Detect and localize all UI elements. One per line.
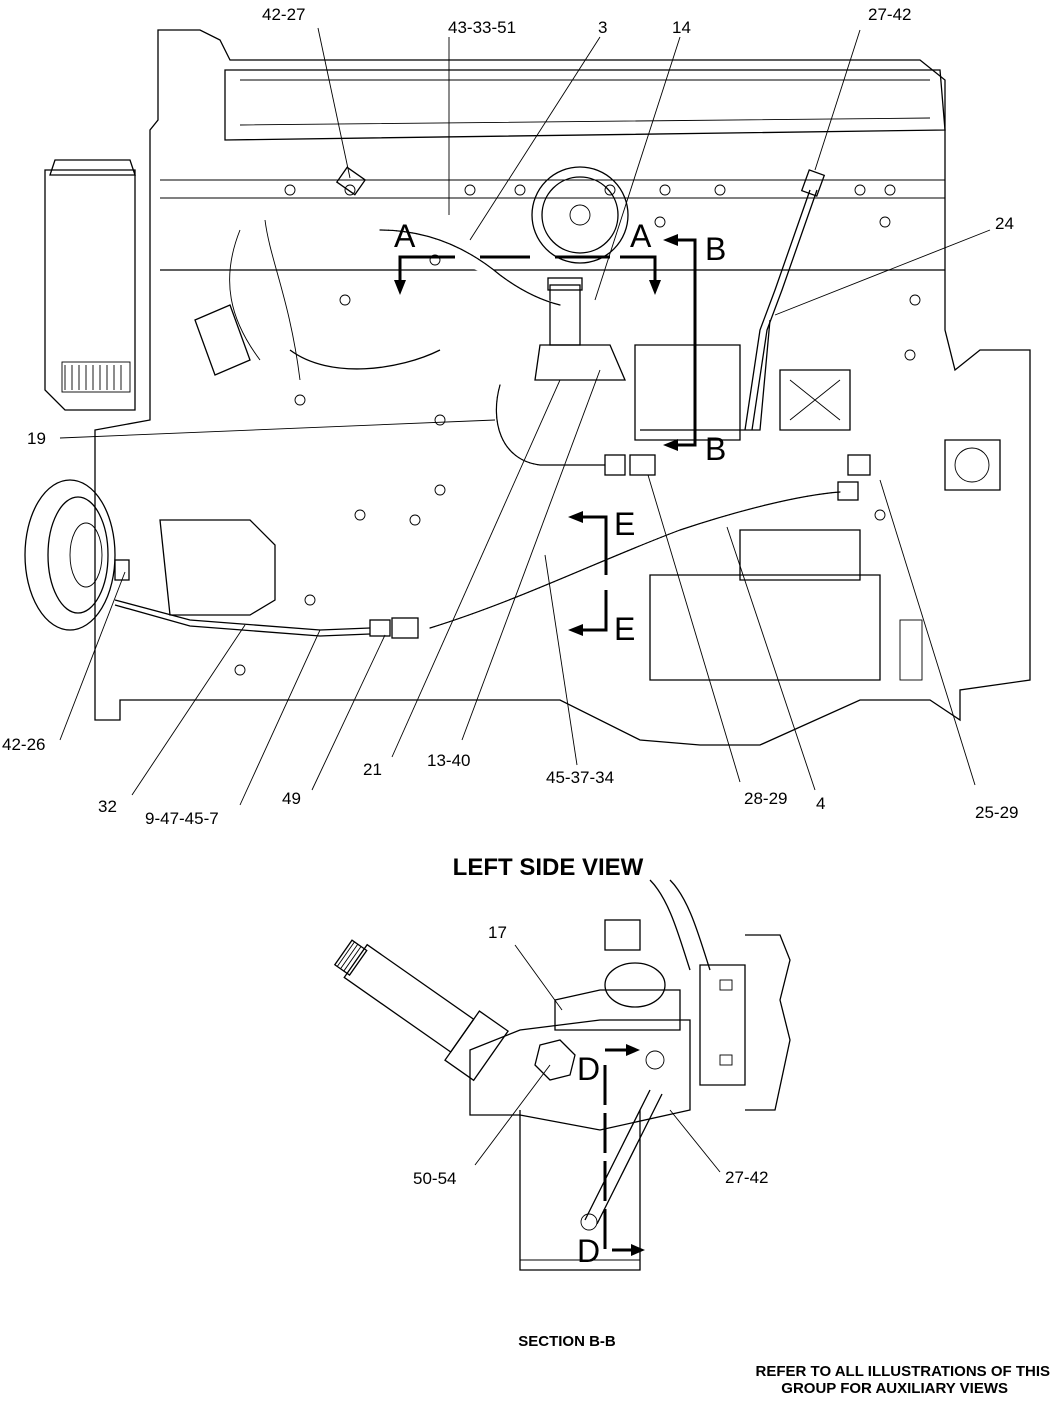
callouts-top: 42-27 43-33-51 3 14 27-42 24 19 42-26 32… xyxy=(2,5,1018,828)
callout-21: 21 xyxy=(363,760,382,779)
callout-50-54: 50-54 xyxy=(413,1169,456,1188)
section-line-e xyxy=(568,511,608,636)
section-line-d xyxy=(603,1044,645,1256)
callout-19: 19 xyxy=(27,429,46,448)
section-title: SECTION B-B xyxy=(518,1333,616,1350)
leader-lines-bottom xyxy=(474,944,721,1173)
callout-49: 49 xyxy=(282,789,301,808)
section-letter-a-left: A xyxy=(394,218,416,254)
section-b-b-illustration xyxy=(333,879,791,1271)
callout-4: 4 xyxy=(816,794,825,813)
callout-32: 32 xyxy=(98,797,117,816)
section-line-a xyxy=(394,255,661,295)
callout-9-47-45-7: 9-47-45-7 xyxy=(145,809,219,828)
view-title: LEFT SIDE VIEW xyxy=(453,854,644,881)
footer-note-line2: GROUP FOR AUXILIARY VIEWS xyxy=(781,1380,1008,1397)
engine-illustration xyxy=(24,29,1031,746)
callout-27-42: 27-42 xyxy=(868,5,911,24)
callout-3: 3 xyxy=(598,18,607,37)
callout-24: 24 xyxy=(995,214,1014,233)
callout-42-27: 42-27 xyxy=(262,5,305,24)
callout-42-26: 42-26 xyxy=(2,735,45,754)
section-letter-b-bottom: B xyxy=(705,431,726,467)
callout-27-42-section: 27-42 xyxy=(725,1168,768,1187)
section-letter-d-top: D xyxy=(577,1051,600,1087)
section-letters-top: A A B B E E xyxy=(394,218,726,647)
callout-14: 14 xyxy=(672,18,691,37)
footer-note-line1: REFER TO ALL ILLUSTRATIONS OF THIS xyxy=(756,1363,1050,1380)
callout-28-29: 28-29 xyxy=(744,789,787,808)
section-letter-e-top: E xyxy=(614,506,635,542)
section-letter-e-bottom: E xyxy=(614,611,635,647)
callout-25-29: 25-29 xyxy=(975,803,1018,822)
section-letter-d-bottom: D xyxy=(577,1233,600,1269)
section-letter-a-right: A xyxy=(630,218,652,254)
leader-lines-top xyxy=(59,27,991,806)
section-letters-bottom: D D xyxy=(577,1051,600,1269)
section-letter-b-top: B xyxy=(705,231,726,267)
callouts-bottom: 17 50-54 27-42 xyxy=(413,923,768,1188)
section-line-b xyxy=(663,234,697,451)
callout-43-33-51: 43-33-51 xyxy=(448,18,516,37)
callout-13-40: 13-40 xyxy=(427,751,470,770)
callout-17: 17 xyxy=(488,923,507,942)
callout-45-37-34: 45-37-34 xyxy=(546,768,614,787)
